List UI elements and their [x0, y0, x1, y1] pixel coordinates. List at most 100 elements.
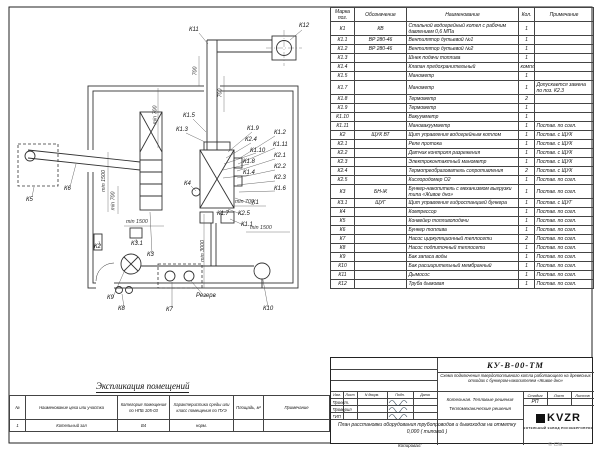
stage-value: РП [531, 398, 539, 405]
spec-cell-qty: 1 [518, 112, 535, 122]
spec-cell-qty: 1 [518, 270, 535, 280]
expl-cell-name: Котельный зал [25, 419, 118, 432]
spec-cell-name: Насос циркуляционный теплосети [406, 234, 519, 244]
spec-cell-qty: 1 [518, 184, 535, 199]
spec-cell-qty: 1 [518, 225, 535, 235]
spec-cell-name: Труба дымовая [406, 279, 519, 289]
spec-cell-name: Термометр [406, 94, 519, 104]
spec-cell-designation [354, 94, 407, 104]
spec-cell-qty: 1 [518, 44, 535, 54]
role-designer: Проект. [332, 399, 350, 405]
spec-header-qty: Кол. [518, 7, 535, 22]
spec-header-mark: Марка поз. [330, 7, 355, 22]
spec-cell-note [534, 44, 594, 54]
spec-cell-mark: К2.1 [330, 139, 355, 149]
spec-cell-qty: 1 [518, 243, 535, 253]
spec-cell-note: Постав. по согл. [534, 216, 594, 226]
expl-cell-category: В4 [117, 419, 170, 432]
spec-row: К1.10 Вакуумметр 1 [330, 112, 594, 122]
spec-cell-mark: К10 [330, 261, 355, 271]
leader-lines [31, 29, 303, 308]
spec-cell-note [534, 35, 594, 45]
spec-cell-name: Бак запаса воды [406, 252, 519, 262]
spec-row: К1.3 Шнек подачи топлива 1 [330, 53, 594, 63]
spec-cell-mark: К2.3 [330, 157, 355, 167]
kvzr-logo-subtitle: КОТЕЛЬНЫЙ ЗАВОД РОСЭНЕРГОПРОМ [523, 426, 594, 430]
spec-row: К6 Бункер топлива 1 Постав. по согл. [330, 225, 594, 235]
spec-cell-name: Электроконтактный манометр [406, 157, 519, 167]
spec-cell-qty: 1 [518, 35, 535, 45]
role-checker: Проверил [332, 406, 352, 412]
spec-cell-qty: 1 [518, 103, 535, 113]
spec-cell-mark: К4 [330, 207, 355, 217]
spec-cell-mark: К7 [330, 234, 355, 244]
spec-cell-note: Постав. по согл. [534, 243, 594, 253]
spec-row: К1.8 Термометр 2 [330, 94, 594, 104]
spec-row: К2.5 Кислородомер О2 1 Постав. по согл. [330, 175, 594, 185]
spec-cell-mark: К1.9 [330, 103, 355, 113]
explication-title: Экспликация помещений [96, 381, 190, 393]
spec-row: К1.5 Манометр 1 [330, 71, 594, 81]
spec-cell-note: Постав. по согл. [534, 261, 594, 271]
spec-cell-designation [354, 243, 407, 253]
kvzr-logo: KVZR КОТЕЛЬНЫЙ ЗАВОД РОСЭНЕРГОПРОМ [523, 405, 594, 445]
signature-squiggles [388, 400, 408, 419]
spec-cell-qty: 1 [518, 130, 535, 140]
expl-header-category: Категория помещения по НПБ 105-03 [117, 395, 170, 420]
spec-cell-qty: 2 [518, 166, 535, 176]
spec-cell-mark: К2.4 [330, 166, 355, 176]
spec-cell-designation [354, 234, 407, 244]
spec-row: К2.2 Датчик контроля разрежения 1 Постав… [330, 148, 594, 158]
spec-cell-name: Стальной водогрейный котел с рабочим дав… [406, 21, 519, 36]
spec-cell-mark: К1.3 [330, 53, 355, 63]
spec-row: К9 Бак запаса воды 1 Постав. по согл. [330, 252, 594, 262]
spec-cell-note: Постав. по согл. [534, 121, 594, 131]
spec-cell-designation [354, 62, 407, 72]
spec-cell-qty: 1 [518, 71, 535, 81]
spec-cell-name: Бункер топлива [406, 225, 519, 235]
spec-cell-note: Постав. по согл. [534, 234, 594, 244]
explication-rows: 1 Котельный зал В4 норм. [9, 419, 330, 432]
spec-cell-designation [354, 252, 407, 262]
spec-row: К2.1 Реле протока 1 Постав. с ЩУК [330, 139, 594, 149]
col-list: Лист [345, 392, 355, 397]
spec-cell-mark: К8 [330, 243, 355, 253]
spec-cell-mark: К12 [330, 279, 355, 289]
sheets-label: Листов [575, 392, 590, 398]
col-date: Дата [420, 392, 430, 397]
spec-cell-mark: К1.7 [330, 80, 355, 95]
spec-cell-note [534, 53, 594, 63]
scheme-title: Схема подключения твердотопливного котла… [440, 373, 591, 384]
sheet-label: Лист [553, 392, 565, 398]
expl-cell-num: 1 [9, 419, 26, 432]
spec-cell-note: Постав. по согл. [534, 184, 594, 199]
expl-cell-environment: норм. [169, 419, 234, 432]
spec-cell-note: Допускается замена по поз. К2.3 [534, 80, 594, 95]
spec-row: К2 ЩУК ВТ Щит управления водогрейным кот… [330, 130, 594, 140]
spec-cell-mark: К3 [330, 184, 355, 199]
spec-cell-designation: ЩУГ [354, 198, 407, 208]
spec-cell-name: Вентилятор дутьевой №1 [406, 35, 519, 45]
spec-cell-name: Мановакуумметр [406, 121, 519, 131]
spec-row: К7 Насос циркуляционный теплосети 2 Пост… [330, 234, 594, 244]
spec-row: К1.11 Мановакуумметр 1 Постав. по согл. [330, 121, 594, 131]
object-name-line2: Тепломеханические решения [449, 406, 511, 411]
spec-row: К1 КВ Стальной водогрейный котел с рабоч… [330, 21, 594, 36]
spec-cell-note: Постав. с ЩУК [534, 130, 594, 140]
spec-cell-designation [354, 225, 407, 235]
spec-cell-designation [354, 207, 407, 217]
spec-cell-mark: К9 [330, 252, 355, 262]
spec-cell-mark: К2.2 [330, 148, 355, 158]
spec-cell-note: Постав. с ЩУГ [534, 198, 594, 208]
spec-cell-qty: 1 [518, 53, 535, 63]
spec-cell-designation [354, 53, 407, 63]
spec-cell-name: Бункер-накопитель с механизмом выгрузки … [406, 184, 519, 199]
spec-cell-note: Постав. с ЩУК [534, 166, 594, 176]
spec-cell-note [534, 94, 594, 104]
dimension-lines [107, 56, 290, 288]
spec-cell-qty: 1 [518, 148, 535, 158]
sheet-title: План расстановки оборудования трубопрово… [338, 422, 516, 435]
building-walls [87, 85, 299, 289]
spec-cell-designation [354, 121, 407, 131]
